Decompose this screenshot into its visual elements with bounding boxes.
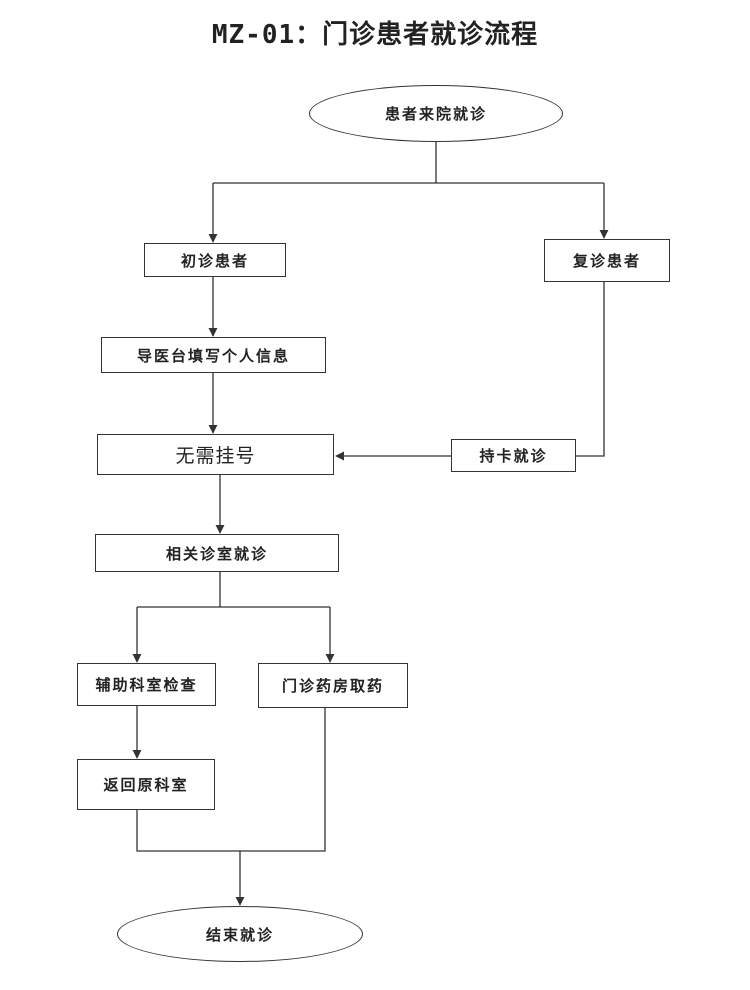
connector-merge: [136, 708, 326, 852]
page-title: MZ-01：门诊患者就诊流程: [211, 20, 539, 50]
node-return-visit: 复诊患者: [544, 239, 670, 282]
node-no-register: 无需挂号: [97, 434, 334, 475]
node-end: 结束就诊: [117, 906, 363, 962]
node-pharmacy: 门诊药房取药: [258, 663, 408, 708]
node-card-visit: 持卡就诊: [451, 439, 576, 472]
node-start: 患者来院就诊: [309, 85, 563, 142]
node-aux-exam: 辅助科室检查: [77, 663, 216, 706]
connector-return-to-card: [576, 282, 605, 457]
node-back-dept: 返回原科室: [77, 759, 215, 810]
node-first-visit: 初诊患者: [144, 243, 286, 277]
node-fill-info: 导医台填写个人信息: [101, 337, 326, 373]
node-department: 相关诊室就诊: [95, 534, 339, 572]
